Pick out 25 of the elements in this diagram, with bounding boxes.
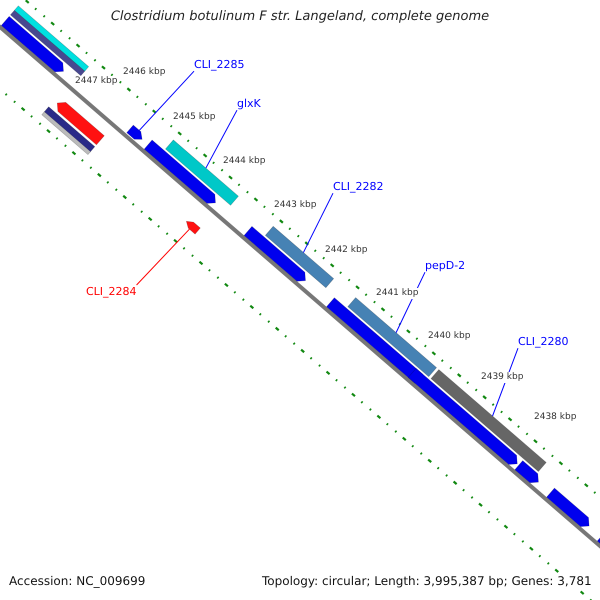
gene-label: CLI_2282 <box>333 180 384 194</box>
gene-feature <box>126 124 142 140</box>
gene-label: glxK <box>237 97 261 110</box>
leader-line <box>302 192 334 253</box>
title: Clostridium botulinum F str. Langeland, complete genome <box>110 9 490 25</box>
scale-label: 2447 kbp <box>75 76 118 87</box>
gene-feature <box>186 220 201 234</box>
leader-line <box>205 110 238 169</box>
scale-label: 2446 kbp <box>123 67 166 78</box>
gene-label: CLI_2284 <box>86 285 137 298</box>
footer-text: Accession: NC_009699 <box>9 574 146 588</box>
scale-label: 2442 kbp <box>325 245 368 256</box>
gene-label: pepD-2 <box>425 259 466 272</box>
gene-label: CLI_2285 <box>194 58 245 72</box>
scale-label: 2439 kbp <box>481 372 524 383</box>
scale-label: 2443 kbp <box>274 200 316 211</box>
scale-label: 2440 kbp <box>428 331 470 342</box>
leader-line <box>136 228 190 286</box>
scale-label: 2438 kbp <box>534 412 576 423</box>
scale-label: 2445 kbp <box>173 112 216 123</box>
footer-text: Topology: circular; Length: 3,995,387 bp; Genes: 3,781 <box>262 574 592 588</box>
gene-label: CLI_2280 <box>518 335 569 348</box>
leader-line <box>138 70 194 131</box>
scale-label: 2441 kbp <box>376 288 418 299</box>
scale-label: 2444 kbp <box>223 156 266 167</box>
